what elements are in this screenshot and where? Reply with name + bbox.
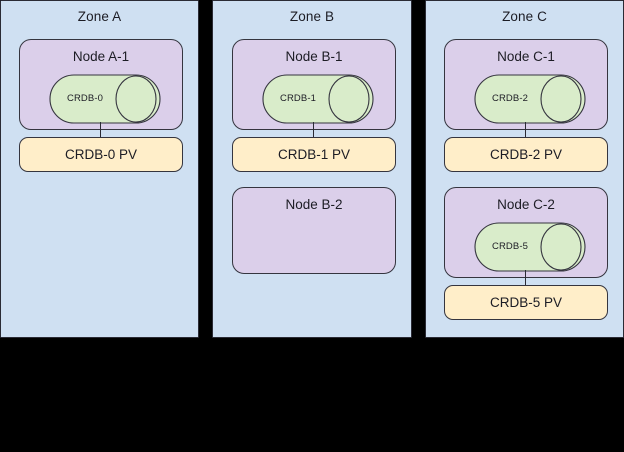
persistent-volume-crdb-1-label: CRDB-1 PV — [277, 146, 350, 162]
zone-b: Zone B Node B-1 CRDB-1 CRDB-1 PV Node B-… — [212, 0, 412, 338]
cylinder-shape — [49, 74, 161, 124]
persistent-volume-crdb-2: CRDB-2 PV — [444, 137, 608, 172]
database-cylinder-crdb-1: CRDB-1 — [262, 74, 374, 124]
node-b-2-label: Node B-2 — [285, 197, 343, 212]
database-cylinder-crdb-0-label: CRDB-0 — [67, 93, 103, 104]
connector-node-a-1-to-pv — [100, 122, 102, 138]
node-c-1-label: Node C-1 — [497, 49, 555, 64]
database-cylinder-crdb-0: CRDB-0 — [49, 74, 161, 124]
persistent-volume-crdb-1: CRDB-1 PV — [232, 137, 396, 172]
cylinder-shape — [474, 222, 586, 272]
persistent-volume-crdb-0-label: CRDB-0 PV — [64, 146, 137, 162]
node-b-1-label: Node B-1 — [285, 49, 343, 64]
node-c-2-label: Node C-2 — [497, 197, 555, 212]
zone-a: Zone A Node A-1 CRDB-0 CRDB-0 PV — [0, 0, 199, 338]
node-b-1: Node B-1 CRDB-1 — [232, 39, 396, 130]
node-c-1: Node C-1 CRDB-2 — [444, 39, 608, 130]
cylinder-shape — [262, 74, 374, 124]
persistent-volume-crdb-0: CRDB-0 PV — [19, 137, 183, 172]
database-cylinder-crdb-5-label: CRDB-5 — [492, 241, 528, 252]
persistent-volume-crdb-2-label: CRDB-2 PV — [489, 146, 562, 162]
zone-b-label: Zone B — [289, 9, 335, 24]
connector-node-b-1-to-pv — [313, 122, 315, 138]
node-c-2: Node C-2 CRDB-5 — [444, 187, 608, 278]
database-cylinder-crdb-1-label: CRDB-1 — [280, 93, 316, 104]
database-cylinder-crdb-5: CRDB-5 — [474, 222, 586, 272]
connector-node-c-2-to-pv — [525, 270, 527, 286]
cylinder-shape — [474, 74, 586, 124]
zone-a-label: Zone A — [77, 9, 122, 24]
node-a-1-label: Node A-1 — [72, 49, 130, 64]
node-b-2: Node B-2 — [232, 187, 396, 274]
persistent-volume-crdb-5-label: CRDB-5 PV — [489, 294, 562, 310]
zone-c-label: Zone C — [502, 9, 547, 24]
zone-c: Zone C Node C-1 CRDB-2 CRDB-2 PV Node C-… — [425, 0, 624, 338]
database-cylinder-crdb-2-label: CRDB-2 — [492, 93, 528, 104]
persistent-volume-crdb-5: CRDB-5 PV — [444, 285, 608, 320]
database-cylinder-crdb-2: CRDB-2 — [474, 74, 586, 124]
node-a-1: Node A-1 CRDB-0 — [19, 39, 183, 130]
connector-node-c-1-to-pv — [525, 122, 527, 138]
